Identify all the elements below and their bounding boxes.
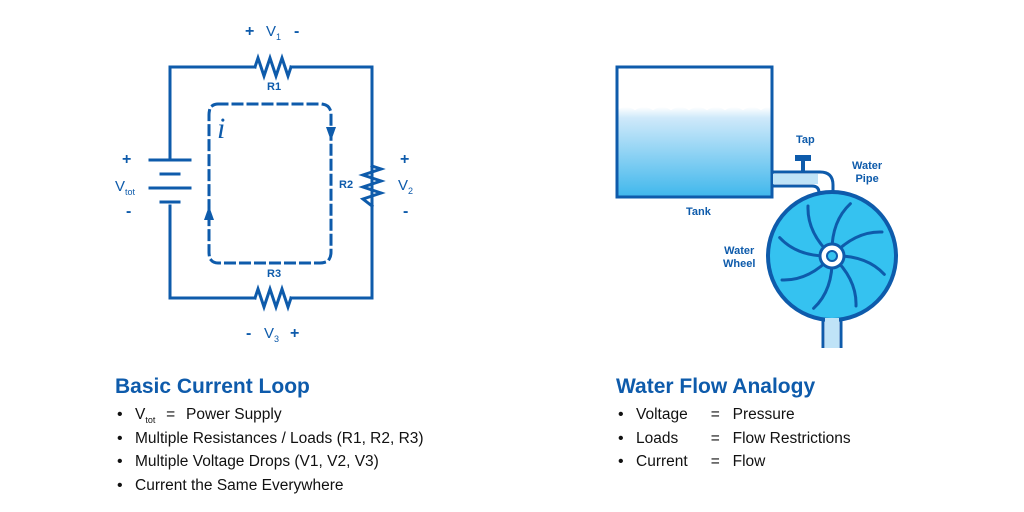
r1-label: R1 <box>267 81 282 93</box>
list-item: Multiple Voltage Drops (V1, V2, V3) <box>115 450 424 474</box>
current-arrow-up <box>204 206 214 220</box>
tap-label: Tap <box>796 134 815 146</box>
v3-label: V3 <box>264 325 280 345</box>
tank-label: Tank <box>686 206 711 218</box>
resistor-r2 <box>358 164 386 209</box>
vtot-minus-sign: - <box>126 203 132 220</box>
list-item: Loads = Flow Restrictions <box>616 427 851 451</box>
vtot-label: Vtot <box>115 178 136 198</box>
v2-minus-sign: - <box>403 203 409 220</box>
circuit-wire <box>168 65 374 300</box>
water-surface-waves <box>616 105 773 111</box>
tank-outline <box>615 65 774 199</box>
vtot-plus-sign: + <box>122 151 132 168</box>
water-analogy-diagram <box>615 65 898 348</box>
water-flow-analogy-title: Water Flow Analogy <box>616 375 816 398</box>
battery-symbol <box>148 158 192 204</box>
basic-current-loop-title: Basic Current Loop <box>115 375 310 398</box>
list-item: Voltage = Pressure <box>616 403 851 427</box>
pipe-water <box>773 174 818 184</box>
equals-sign: = <box>166 406 176 423</box>
current-arrow-down <box>326 127 336 141</box>
water-flow-analogy-list: Voltage = Pressure Loads = Flow Restrict… <box>616 403 851 474</box>
list-item: Multiple Resistances / Loads (R1, R2, R3… <box>115 427 424 451</box>
tap-icon <box>795 155 811 172</box>
list-item: Current = Flow <box>616 450 851 474</box>
v1-minus-sign: - <box>294 23 300 40</box>
v2-plus-sign: + <box>400 151 410 168</box>
tank-water <box>617 107 772 197</box>
v1-plus-sign: + <box>245 23 255 40</box>
r2-label: R2 <box>339 179 354 191</box>
list-item: Vtot = Power Supply <box>115 403 424 427</box>
circuit-diagram <box>148 53 386 312</box>
basic-current-loop-list: Vtot = Power Supply Multiple Resistances… <box>115 403 424 497</box>
list-item: Current the Same Everywhere <box>115 474 424 498</box>
outlet-pipe <box>821 318 843 348</box>
resistor-r1 <box>253 53 293 81</box>
v1-label: V1 <box>266 23 282 43</box>
v3-minus-sign: - <box>246 325 252 342</box>
r3-label: R3 <box>267 268 282 280</box>
current-loop-path <box>207 102 333 265</box>
resistor-r3 <box>253 284 293 312</box>
v2-label: V2 <box>398 177 414 197</box>
current-symbol: i <box>217 112 226 145</box>
v3-plus-sign: + <box>290 325 300 342</box>
